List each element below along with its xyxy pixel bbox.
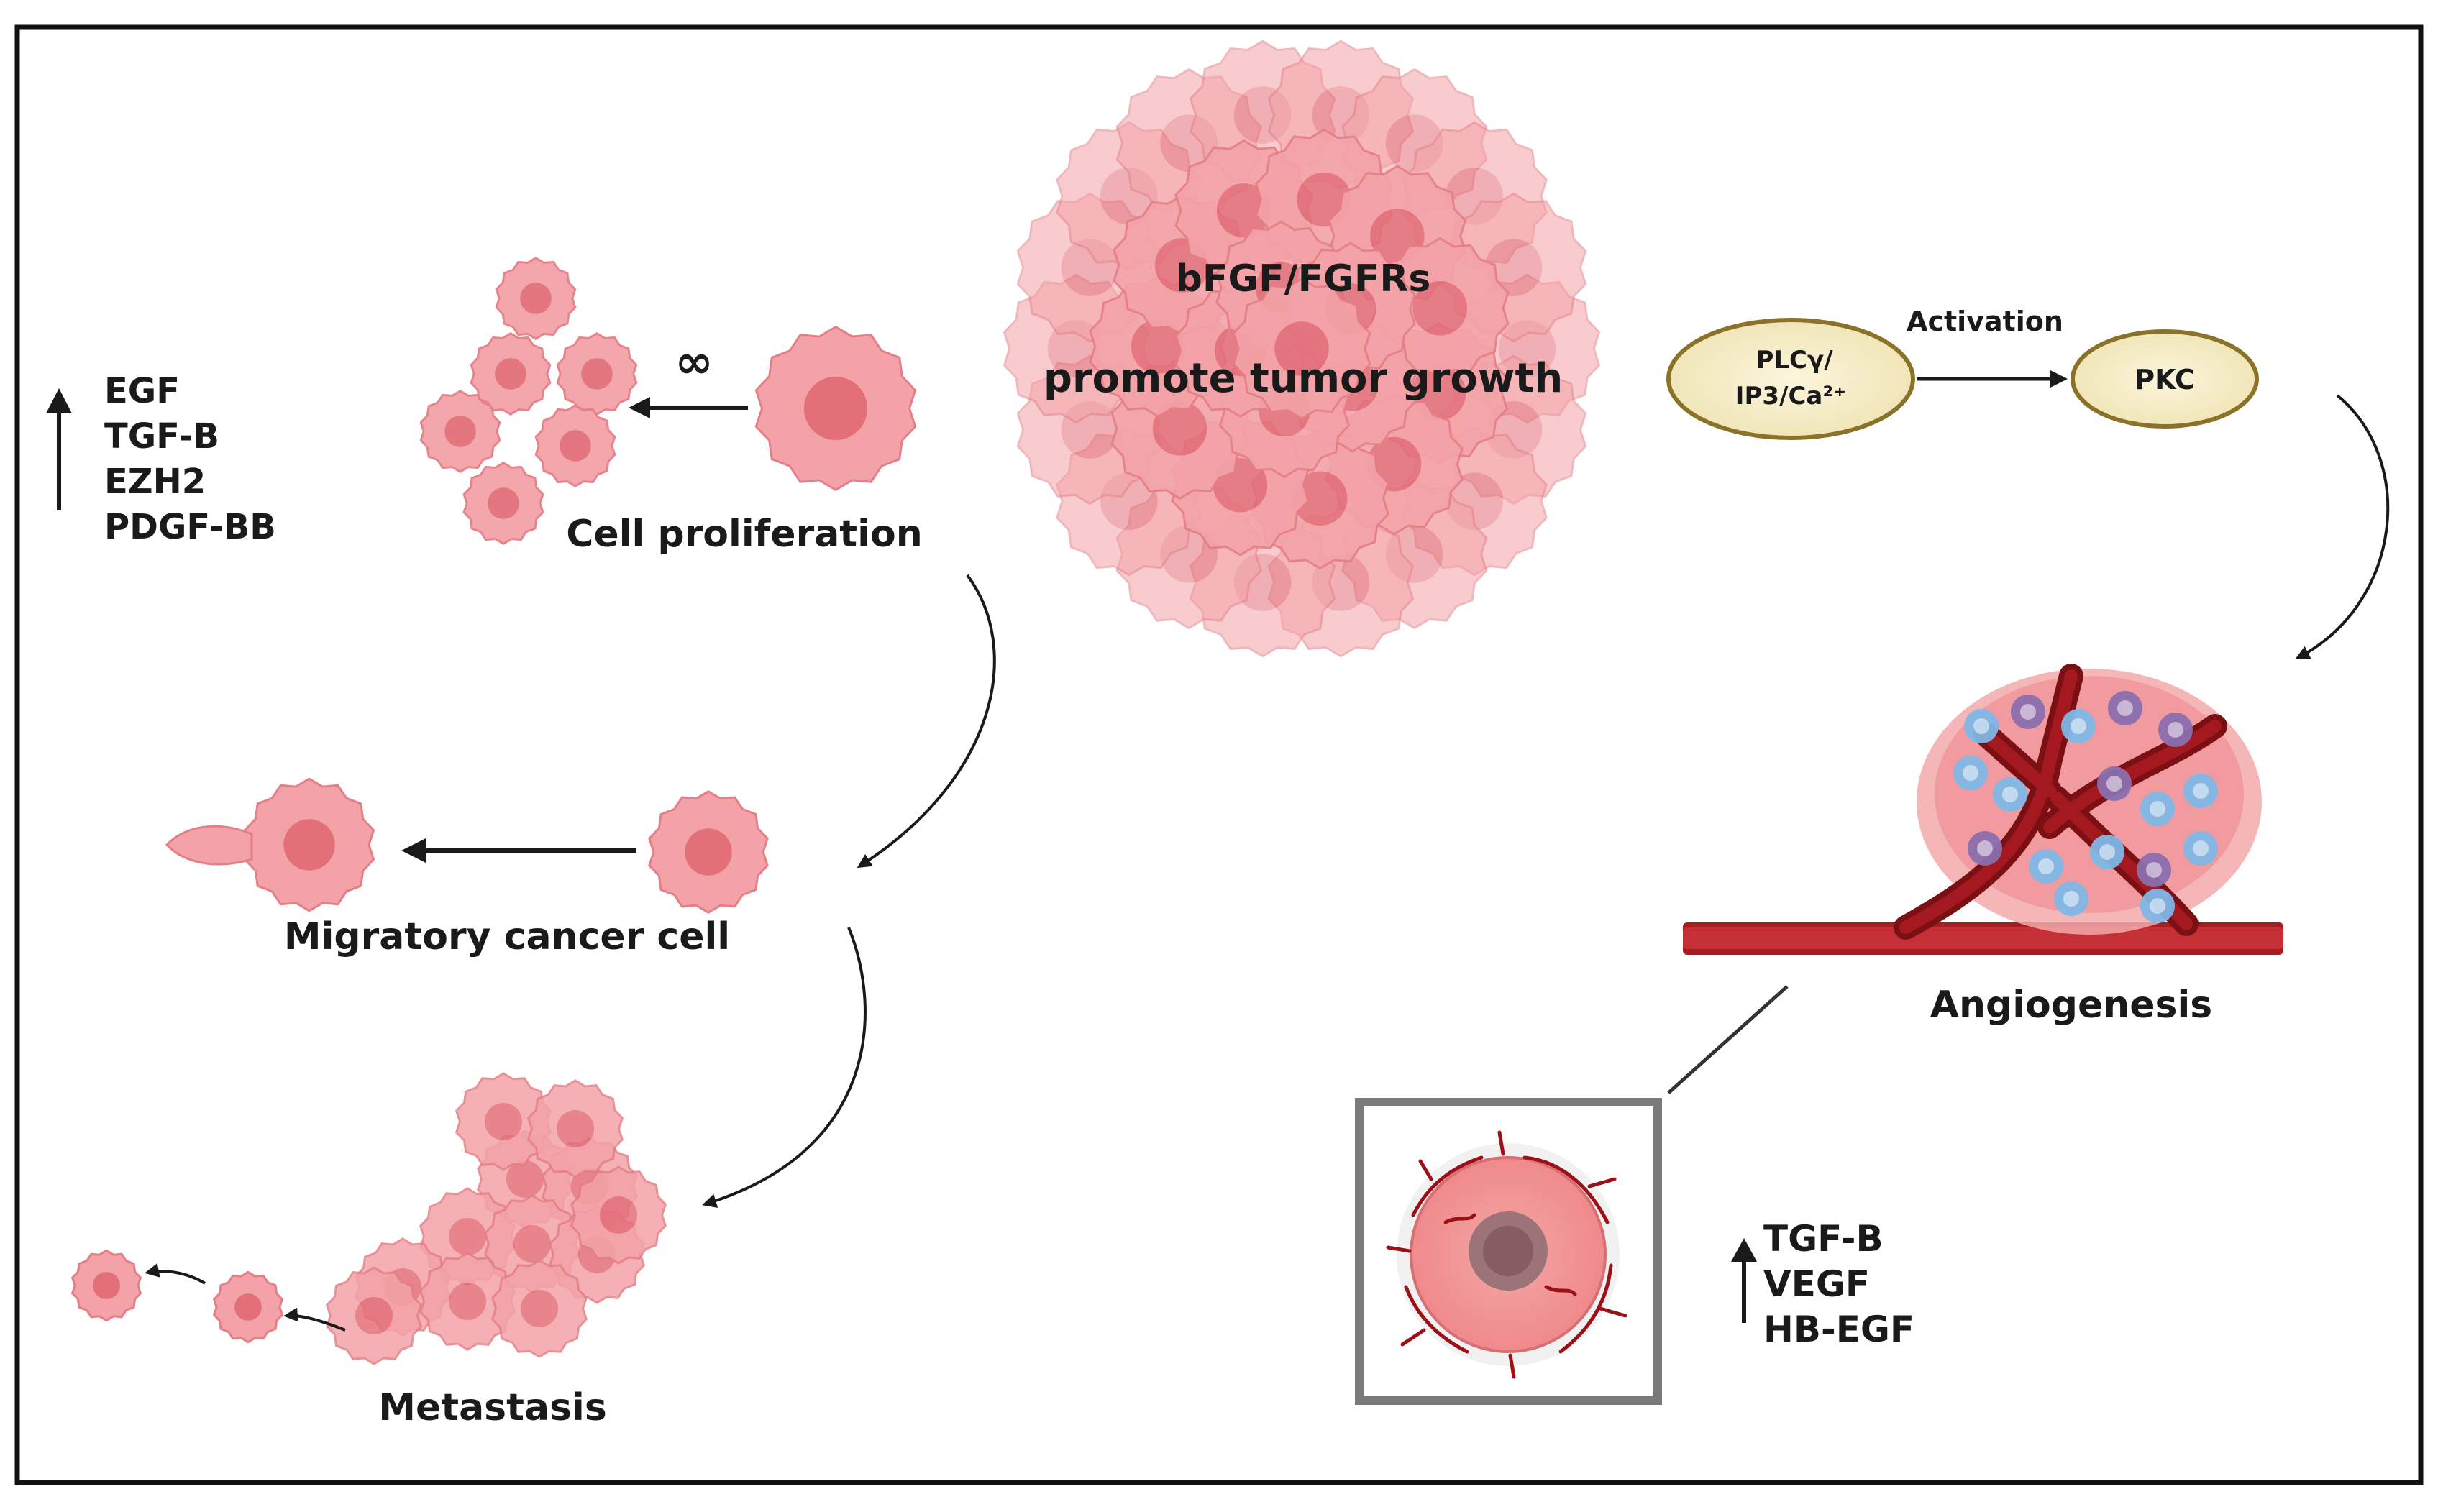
right-up-arrow [1731, 1238, 1757, 1323]
dividing-cell [534, 404, 616, 487]
metastatic-cell [325, 1266, 423, 1365]
plc-ip3-ca-node [1666, 318, 1915, 440]
immune-cell-core [2150, 898, 2165, 914]
metastatic-cell [419, 1252, 516, 1351]
left-factor-tgfb: TGF-B [104, 416, 219, 457]
metastasis-small-arrow-2 [145, 1263, 206, 1285]
immune-cell-core [2063, 891, 2079, 907]
migrating-cell [243, 777, 375, 912]
immune-cell-core [2038, 858, 2054, 874]
immune-cell-core [2020, 704, 2036, 720]
infinity-symbol: ∞ [675, 336, 713, 389]
disseminating-cell [212, 1270, 284, 1344]
metastatic-cell [490, 1259, 588, 1358]
metastasis-small-arrow-1 [283, 1307, 346, 1332]
immune-cell-core [1977, 840, 1993, 856]
immune-cell-core [1963, 765, 1978, 781]
right-factor-hbegf: HB-EGF [1763, 1309, 1914, 1350]
disseminating-cell [70, 1249, 142, 1322]
left-factor-ezh2: EZH2 [104, 462, 206, 502]
center-subtitle: promote tumor growth [1044, 355, 1563, 402]
immune-cell-core [2146, 862, 2162, 878]
right-factor-tgfb: TGF-B [1763, 1218, 1884, 1260]
central-tumor-mass [1003, 40, 1601, 658]
metastatic-cell [455, 1072, 552, 1171]
proliferating-cells [419, 257, 638, 545]
right-factor-vegf: VEGF [1763, 1263, 1870, 1305]
immune-cell-core [1973, 718, 1989, 734]
immune-cell-core [2193, 840, 2209, 856]
cell-proliferation-label: Cell proliferation [566, 513, 922, 556]
migratory-cancer-cell-label: Migratory cancer cell [284, 915, 730, 958]
migratory-protrusion [165, 825, 253, 866]
dividing-cell [495, 257, 577, 340]
dividing-cell [462, 462, 544, 545]
figure-border [14, 24, 2424, 1485]
tumor-cell [1232, 278, 1371, 420]
inset-connector [1667, 985, 1789, 1094]
curved-arrow-to-migration [857, 574, 996, 869]
immune-cell-core [2071, 718, 2086, 734]
center-title: bFGF/FGFRs [1176, 257, 1431, 301]
pkc-node-label: PKC [2135, 364, 2194, 395]
migratory-cells [165, 777, 769, 914]
metastasis-label: Metastasis [378, 1386, 607, 1429]
left-factor-egf: EGF [104, 371, 180, 411]
single-cancer-cell [754, 325, 917, 492]
vascularized-tumor-illustration [1386, 1130, 1627, 1379]
immune-cell-core [2193, 783, 2209, 799]
left-factor-pdgfbb: PDGF-BB [104, 507, 276, 547]
plc-node-line1: PLCγ/ [1756, 346, 1833, 375]
immune-cell-core [2002, 787, 2018, 802]
curved-arrow-to-metastasis [702, 927, 867, 1208]
immune-cell-core [2117, 700, 2133, 716]
angiogenesis-label: Angiogenesis [1930, 984, 2213, 1027]
activation-label: Activation [1907, 306, 2063, 337]
metastatic-cluster [70, 1072, 667, 1365]
pkc-node [2071, 329, 2259, 429]
metastatic-cell [570, 1165, 667, 1265]
left-up-arrow [46, 388, 72, 510]
immune-cell-core [2099, 844, 2115, 860]
dividing-cell [470, 332, 552, 416]
curved-arrow-to-angiogenesis [2295, 394, 2390, 659]
immune-cell-core [2168, 722, 2183, 738]
angiogenesis-immune-cells [1953, 691, 2218, 923]
plc-node-line2: IP3/Ca²⁺ [1735, 382, 1846, 411]
immune-cell-core [2150, 801, 2165, 817]
tumor-cell [1370, 237, 1510, 380]
metastatic-cell [526, 1079, 624, 1178]
cancer-cell [754, 325, 917, 492]
cancer-cell [648, 790, 769, 914]
dividing-cell [556, 332, 638, 416]
immune-cell-core [2106, 776, 2122, 792]
